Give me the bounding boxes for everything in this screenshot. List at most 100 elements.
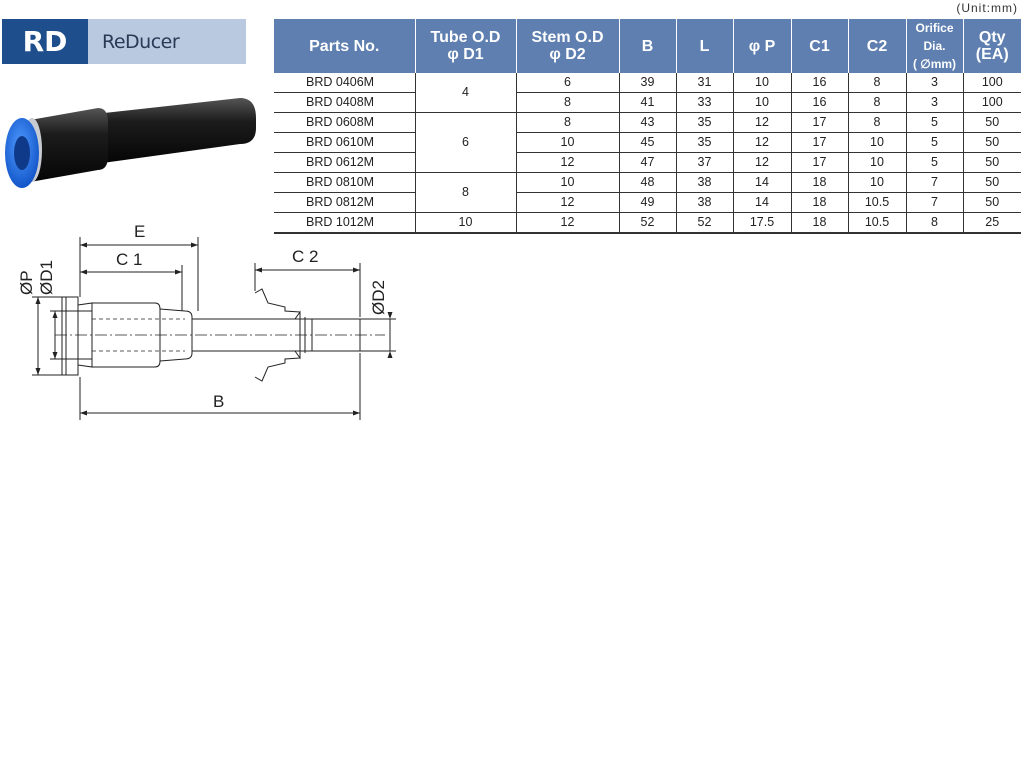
- cell-l: 35: [676, 132, 734, 153]
- cell-p: 12: [733, 152, 792, 173]
- cell-p: 17.5: [733, 212, 792, 234]
- cell-b: 41: [619, 92, 677, 113]
- cell-qty: 100: [963, 73, 1021, 93]
- cell-l: 38: [676, 192, 734, 213]
- cell-d1-group: 6: [415, 112, 517, 173]
- cell-qty: 50: [963, 192, 1021, 213]
- cell-c2: 10: [848, 132, 907, 153]
- cell-p: 10: [733, 73, 792, 93]
- cell-part: BRD 0406M: [274, 73, 416, 93]
- cell-c1: 18: [791, 192, 849, 213]
- dim-label-e: E: [134, 222, 145, 241]
- dim-label-p: ØP: [17, 270, 36, 295]
- cell-l: 35: [676, 112, 734, 133]
- cell-c1: 18: [791, 172, 849, 193]
- cell-c1: 16: [791, 92, 849, 113]
- cell-orifice: 7: [906, 192, 964, 213]
- cell-b: 47: [619, 152, 677, 173]
- cell-part: BRD 0408M: [274, 92, 416, 113]
- cell-b: 39: [619, 73, 677, 93]
- cell-orifice: 7: [906, 172, 964, 193]
- cell-orifice: 5: [906, 132, 964, 153]
- cell-c2: 10.5: [848, 212, 907, 234]
- cell-orifice: 3: [906, 73, 964, 93]
- col-orifice: Orifice Dia.( ∅mm): [906, 19, 964, 73]
- col-l: L: [676, 19, 734, 73]
- table-row: BRD 0812M 12 49 38 14 18 10.5 7 50: [274, 192, 1021, 213]
- cell-c2: 10.5: [848, 192, 907, 213]
- cell-qty: 50: [963, 132, 1021, 153]
- cell-l: 37: [676, 152, 734, 173]
- product-code: RD: [2, 19, 88, 64]
- unit-note: (Unit:mm): [956, 1, 1018, 15]
- cell-l: 33: [676, 92, 734, 113]
- table-row: BRD 0810M 8 10 48 38 14 18 10 7 50: [274, 172, 1021, 213]
- cell-part: BRD 0810M: [274, 172, 416, 193]
- cell-c2: 10: [848, 152, 907, 173]
- table-row: BRD 0610M 10 45 35 12 17 10 5 50: [274, 132, 1021, 153]
- cell-d2: 10: [516, 172, 620, 193]
- cell-b: 49: [619, 192, 677, 213]
- cell-part: BRD 0812M: [274, 192, 416, 213]
- cell-l: 31: [676, 73, 734, 93]
- cell-l: 38: [676, 172, 734, 193]
- dim-label-c2: C 2: [292, 247, 318, 266]
- cell-qty: 50: [963, 112, 1021, 133]
- product-name: ReDucer: [88, 19, 246, 64]
- product-badge: RD ReDucer: [2, 19, 246, 64]
- dim-label-c1: C 1: [116, 250, 142, 269]
- cell-qty: 25: [963, 212, 1021, 234]
- cell-p: 12: [733, 132, 792, 153]
- cell-d2: 8: [516, 112, 620, 133]
- cell-c1: 18: [791, 212, 849, 234]
- cell-orifice: 8: [906, 212, 964, 234]
- cell-c1: 17: [791, 112, 849, 133]
- cell-b: 52: [619, 212, 677, 234]
- cell-part: BRD 0608M: [274, 112, 416, 133]
- table-row: BRD 0612M 12 47 37 12 17 10 5 50: [274, 152, 1021, 173]
- cell-c2: 10: [848, 172, 907, 193]
- cell-d1-group: 4: [415, 73, 517, 113]
- cell-orifice: 5: [906, 152, 964, 173]
- cell-part: BRD 0612M: [274, 152, 416, 173]
- cell-b: 43: [619, 112, 677, 133]
- cell-c1: 17: [791, 152, 849, 173]
- cell-d1-group: 10: [415, 212, 517, 234]
- cell-d2: 10: [516, 132, 620, 153]
- cell-p: 14: [733, 192, 792, 213]
- col-c2: C2: [848, 19, 907, 73]
- cell-qty: 50: [963, 152, 1021, 173]
- col-c1: C1: [791, 19, 849, 73]
- cell-c1: 17: [791, 132, 849, 153]
- cell-orifice: 3: [906, 92, 964, 113]
- cell-c1: 16: [791, 73, 849, 93]
- cell-d2: 8: [516, 92, 620, 113]
- cell-part: BRD 0610M: [274, 132, 416, 153]
- cell-c2: 8: [848, 112, 907, 133]
- cell-d2: 12: [516, 212, 620, 234]
- cell-orifice: 5: [906, 112, 964, 133]
- technical-drawing: E C 1 C 2 B ØP ØD1 ØD2: [17, 222, 396, 420]
- col-b: B: [619, 19, 677, 73]
- cell-d2: 12: [516, 192, 620, 213]
- dim-label-d1: ØD1: [37, 260, 56, 295]
- col-qty: Qty(EA): [963, 19, 1021, 73]
- cell-b: 45: [619, 132, 677, 153]
- col-p: φ P: [733, 19, 792, 73]
- cell-d2: 12: [516, 152, 620, 173]
- cell-p: 12: [733, 112, 792, 133]
- cell-l: 52: [676, 212, 734, 234]
- dim-label-b: B: [213, 392, 224, 411]
- table-row: BRD 0608M 6 8 43 35 12 17 8 5 50: [274, 112, 1021, 173]
- table-row: BRD 0406M 4 6 39 31 10 16 8 3 100: [274, 73, 1021, 113]
- cell-c2: 8: [848, 73, 907, 93]
- cell-d1-group: 8: [415, 172, 517, 213]
- cell-qty: 100: [963, 92, 1021, 113]
- cell-p: 10: [733, 92, 792, 113]
- table-row: BRD 1012M 10 12 52 52 17.5 18 10.5 8 25: [274, 212, 1021, 234]
- cell-part: BRD 1012M: [274, 212, 416, 234]
- product-photo: [5, 98, 256, 188]
- col-parts-no: Parts No.: [274, 19, 416, 73]
